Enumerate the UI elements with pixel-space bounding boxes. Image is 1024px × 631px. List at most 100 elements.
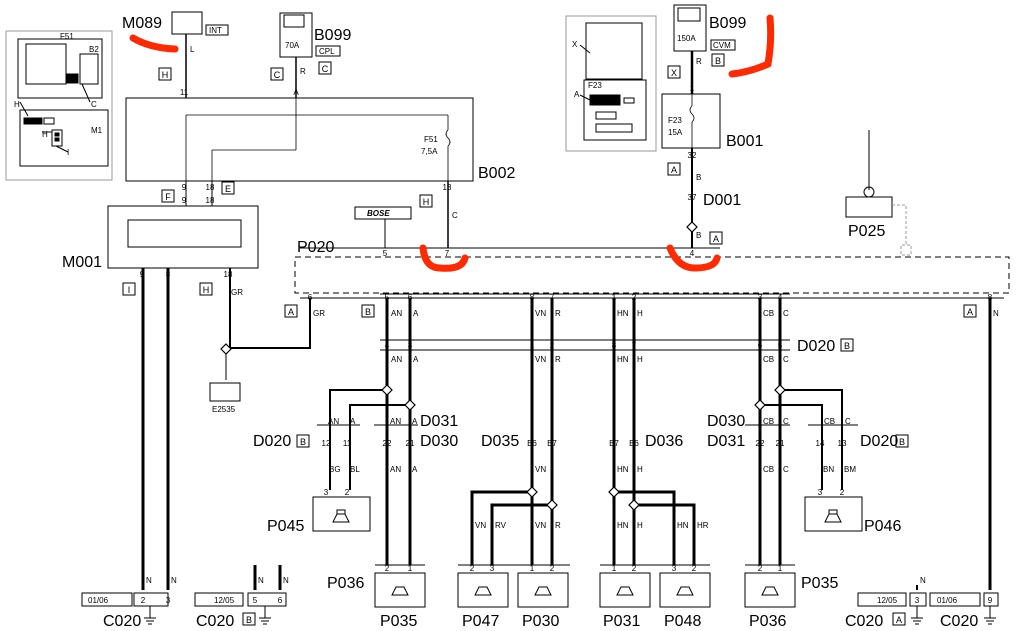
pin: 37: [688, 193, 697, 202]
pin: 2: [470, 564, 475, 573]
label-p048: P048: [664, 613, 701, 630]
pin: 9: [140, 270, 145, 279]
pin: 13: [838, 439, 847, 448]
pin: 3: [324, 488, 329, 497]
p048-box: [659, 572, 711, 608]
p045-box: [312, 496, 371, 532]
inset-m1-label: M1: [91, 126, 103, 135]
pin: 5: [385, 293, 390, 302]
bose-logo: [354, 206, 412, 220]
wire-code: RV: [495, 521, 507, 530]
tag: H: [203, 285, 210, 295]
e2535-box: [209, 382, 241, 402]
pin: 6: [408, 293, 413, 302]
f51-label: F51: [424, 135, 438, 144]
inset-h-label: H: [14, 100, 20, 109]
pin: 21: [406, 439, 415, 448]
p035-left-box: [374, 572, 426, 608]
m089-box: [171, 11, 203, 35]
wire-code: VN: [535, 465, 546, 474]
wire-code: VN: [535, 355, 546, 364]
inset2-a-label: A: [574, 90, 580, 99]
label-p030: P030: [522, 613, 559, 630]
pin: B6: [629, 439, 639, 448]
wire-code: R: [555, 309, 561, 318]
label-p031: P031: [603, 613, 640, 630]
p031-box: [599, 572, 651, 608]
pin: 3: [408, 341, 413, 350]
cvm-box: [710, 39, 736, 51]
date-tag: 01/06: [88, 596, 109, 605]
pin: 8: [612, 341, 617, 350]
label-d030-left: D030: [420, 433, 458, 450]
f23-amp-label: 15A: [668, 128, 683, 137]
tag: B: [246, 615, 252, 625]
pin: 5: [253, 596, 258, 605]
label-c020-4: C020: [940, 613, 978, 630]
pin: 4: [385, 341, 390, 350]
date-tag: 01/06: [937, 596, 958, 605]
label-p045: P045: [267, 518, 304, 535]
pin: 11: [180, 88, 189, 97]
wire-code: N: [258, 576, 264, 585]
pin: 13: [443, 183, 452, 192]
fuse-150a-label: 150A: [677, 34, 696, 43]
wire-code: R: [555, 521, 561, 530]
int-label: INT: [209, 26, 222, 35]
tag: E: [225, 184, 231, 194]
p025-box: [845, 196, 893, 218]
inset-b2-label: B2: [89, 45, 99, 54]
label-d020-left: D020: [253, 433, 291, 450]
p046-box: [804, 496, 863, 532]
pin: 3: [758, 293, 763, 302]
cpl-label: CPL: [319, 47, 335, 56]
wire-code: N: [993, 309, 999, 318]
pin: 2: [632, 293, 637, 302]
f23-label: F23: [668, 116, 682, 125]
p020-box: [294, 256, 1010, 294]
inset-fusebox-right: [565, 15, 657, 152]
wire-code: HN: [617, 355, 629, 364]
pin: 3: [672, 564, 677, 573]
label-p035-left: P035: [380, 613, 417, 630]
wire-code: B: [696, 173, 701, 182]
pin: 9: [182, 183, 187, 192]
wire-code: CB: [763, 417, 774, 426]
inset-h2-label: H: [42, 130, 48, 139]
wire-code: GR: [231, 288, 243, 297]
label-d036: D036: [645, 433, 683, 450]
label-b099-right: B099: [709, 15, 746, 32]
label-d031-left: D031: [420, 413, 458, 430]
pin: 6: [758, 341, 763, 350]
label-p036-left: P036: [327, 575, 364, 592]
pin: A: [293, 88, 299, 97]
wire-code: R: [300, 67, 306, 76]
wire-code: H: [637, 521, 643, 530]
tag: A: [671, 165, 677, 175]
wire-code: HN: [617, 309, 629, 318]
tag: I: [128, 285, 131, 295]
wire-code: HN: [617, 465, 629, 474]
wire-code: N: [146, 576, 152, 585]
tag: X: [671, 68, 677, 78]
wire-code: N: [920, 576, 926, 585]
label-b099-left: B099: [314, 27, 351, 44]
b099-right-box: [673, 4, 707, 52]
wire-code: A: [412, 465, 418, 474]
p030-box: [517, 572, 569, 608]
label-d030-right: D030: [707, 413, 745, 430]
pin: 2: [141, 596, 146, 605]
pin: 5: [778, 341, 783, 350]
label-p036-right: P036: [749, 613, 786, 630]
pin: 6: [278, 596, 283, 605]
pin: 2: [692, 564, 697, 573]
label-p025: P025: [848, 223, 885, 240]
label-c020-2: C020: [196, 613, 234, 630]
pin: 1: [530, 341, 535, 350]
pin: 2: [385, 564, 390, 573]
pin: 1: [612, 293, 617, 302]
pin: 14: [816, 439, 825, 448]
wire-code: VN: [475, 521, 486, 530]
inset-i-label: I: [67, 148, 69, 157]
tag: A: [288, 307, 294, 317]
